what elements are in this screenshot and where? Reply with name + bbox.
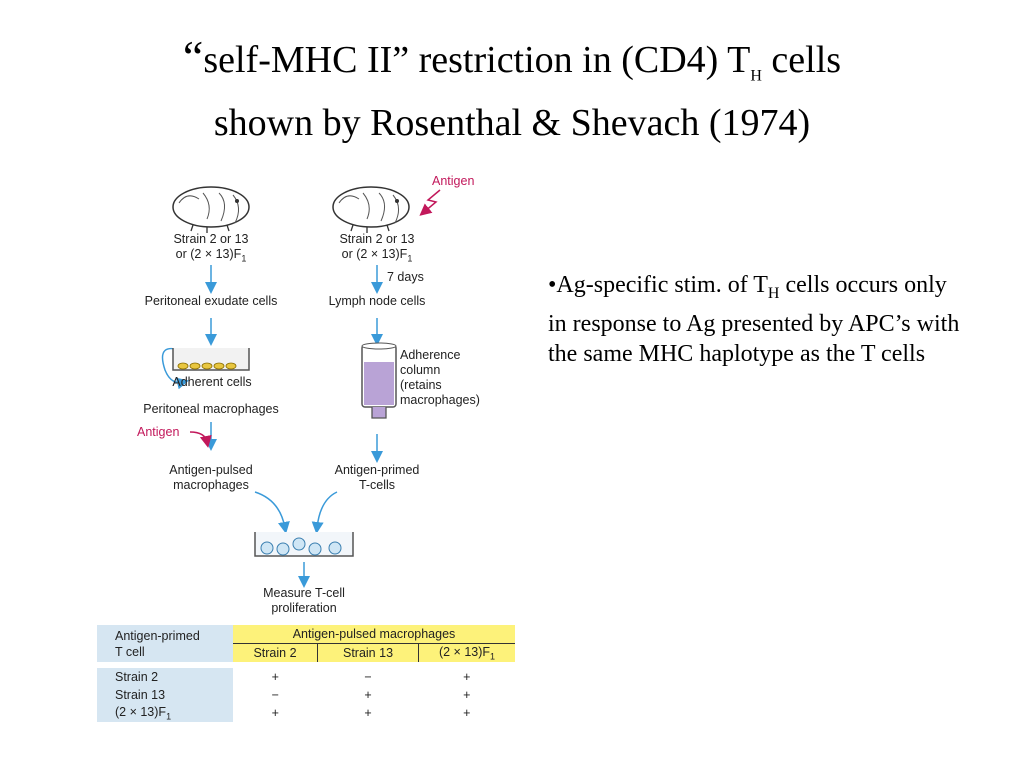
table-col-strain2: Strain 2 xyxy=(233,643,318,662)
corner-line1: Antigen-primed xyxy=(115,628,200,643)
adherence-line3: (retains xyxy=(400,378,442,392)
antigen-left-label: Antigen xyxy=(137,425,180,439)
right-strain-line1: Strain 2 or 13 xyxy=(339,232,415,246)
right-strain-label: Strain 2 or 13 or (2 × 13)F1 xyxy=(325,232,429,267)
right-strain-line2: or (2 × 13)F xyxy=(341,247,408,261)
pulsed-line2: macrophages xyxy=(173,478,249,492)
measure-proliferation-label: Measure T-cell proliferation xyxy=(249,586,359,616)
adherence-line4: macrophages) xyxy=(400,393,480,407)
col-f1-text: (2 × 13)F xyxy=(438,644,491,659)
table-row: Strain 13 − + + xyxy=(97,686,515,704)
left-strain-line1: Strain 2 or 13 xyxy=(173,232,249,246)
cell: + xyxy=(271,670,279,684)
peritoneal-exudate-label: Peritoneal exudate cells xyxy=(144,294,278,308)
cell: + xyxy=(271,706,279,720)
antigen-top-label: Antigen xyxy=(432,174,475,188)
row-f1-text: (2 × 13)F xyxy=(115,704,167,719)
antigen-injection-arrow xyxy=(419,189,441,216)
row-label-strain13: Strain 13 xyxy=(97,686,233,704)
col-f1-sub: 1 xyxy=(490,651,496,662)
table-corner-header: Antigen-primed T cell xyxy=(97,625,233,662)
row-label-strain2: Strain 2 xyxy=(97,668,233,686)
experiment-figure: Antigen Strain 2 or 13 or (2 × 13)F1 Str… xyxy=(95,170,525,740)
bullet-subscript: H xyxy=(767,284,780,302)
guinea-pig-icon-left xyxy=(172,186,250,233)
petri-dish-icon xyxy=(172,348,250,371)
bullet-rest: cells occurs only in response to Ag pres… xyxy=(548,272,960,367)
arrow-right-to-well xyxy=(311,491,338,534)
pulsed-line1: Antigen-pulsed xyxy=(169,463,253,477)
row-f1-sub: 1 xyxy=(166,711,172,722)
cell: + xyxy=(364,706,372,720)
table-spacer xyxy=(97,662,515,668)
peritoneal-macrophages-label: Peritoneal macrophages xyxy=(143,402,279,416)
guinea-pig-icon-right xyxy=(332,186,410,233)
adherence-line1: Adherence xyxy=(400,348,461,362)
cell: + xyxy=(463,706,471,720)
adherence-line2: column xyxy=(400,363,441,377)
table-row: Strain 2 + − + xyxy=(97,668,515,686)
cell: + xyxy=(463,688,471,702)
table-col-f1: (2 × 13)F1 xyxy=(418,643,515,662)
left-strain-sub: 1 xyxy=(241,253,247,264)
cell: − xyxy=(364,670,372,684)
primed-line1: Antigen-primed xyxy=(334,463,420,477)
row-label-f1: (2 × 13)F1 xyxy=(97,704,233,722)
table-col-strain13: Strain 13 xyxy=(317,643,419,662)
slide-title: “self-MHC II” restriction in (CD4) TH ce… xyxy=(0,34,1024,146)
adherence-column-label: Adherence column (retains macrophages) xyxy=(400,348,480,408)
culture-well-icon xyxy=(254,532,354,557)
title-line1-end: cells xyxy=(761,39,842,81)
right-strain-sub: 1 xyxy=(407,253,413,264)
left-strain-line2: or (2 × 13)F xyxy=(175,247,242,261)
cell: − xyxy=(271,688,279,702)
seven-days-label: 7 days xyxy=(387,270,424,284)
cell: + xyxy=(463,670,471,684)
left-strain-label: Strain 2 or 13 or (2 × 13)F1 xyxy=(159,232,263,267)
adherence-column-icon xyxy=(361,342,397,419)
antigen-primed-label: Antigen-primed T-cells xyxy=(319,463,435,493)
title-line2: shown by Rosenthal & Shevach (1974) xyxy=(213,101,811,144)
arrow-left-curve xyxy=(161,347,189,390)
antigen-left-arrow xyxy=(189,431,212,448)
bullet-point: •Ag-specific stim. of TH cells occurs on… xyxy=(548,270,968,369)
measure-line2: proliferation xyxy=(271,601,337,615)
title-open-quote: “ xyxy=(182,31,204,82)
primed-line2: T-cells xyxy=(358,478,396,492)
figure-graphics xyxy=(161,186,441,588)
corner-line2: T cell xyxy=(115,644,145,659)
lymph-node-label: Lymph node cells xyxy=(328,294,426,308)
title-line1: self-MHC II” restriction in (CD4) T xyxy=(203,39,751,81)
cell: + xyxy=(364,688,372,702)
measure-line1: Measure T-cell xyxy=(263,586,345,600)
bullet-prefix: •Ag-specific stim. of T xyxy=(548,272,768,298)
table-row: (2 × 13)F1 + + + xyxy=(97,704,515,722)
title-subscript: H xyxy=(750,67,762,85)
arrow-left-to-well xyxy=(254,491,290,534)
adherent-cells-label: Adherent cells xyxy=(172,375,252,389)
antigen-pulsed-label: Antigen-pulsed macrophages xyxy=(153,463,269,493)
table-group-header: Antigen-pulsed macrophages xyxy=(233,625,515,644)
results-table: Antigen-primed T cell Antigen-pulsed mac… xyxy=(97,625,515,722)
